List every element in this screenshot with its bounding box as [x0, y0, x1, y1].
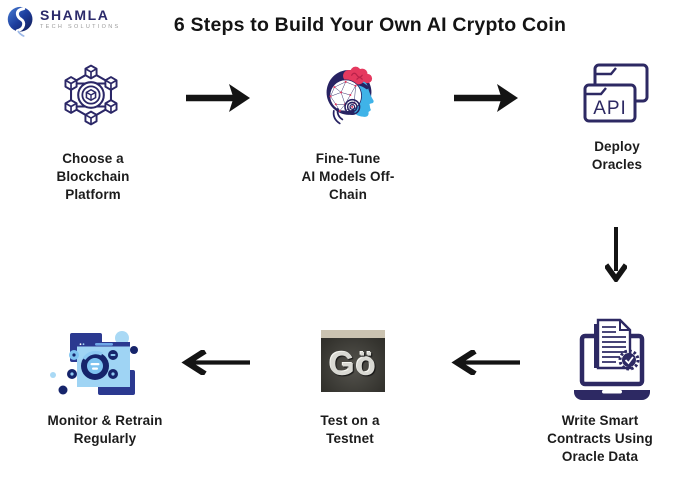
step-finetune-ai [316, 60, 382, 138]
shamla-logo-icon [7, 6, 33, 37]
brand-name: SHAMLA [40, 7, 110, 23]
step-label-test-on-testnet: Test on a Testnet [320, 413, 380, 446]
brand-logo: SHAMLA TECH SOLUTIONS [6, 5, 120, 37]
step-label-finetune-ai: Fine-Tune AI Models Off- Chain [301, 151, 395, 202]
step-deploy-oracles: API [583, 63, 651, 123]
arrow-right-icon [454, 84, 518, 112]
goerli-letters: Gö [329, 345, 377, 382]
step-label-monitor-retrain: Monitor & Retrain Regularly [47, 413, 163, 446]
step-label-choose-blockchain: Choose a Blockchain Platform [56, 151, 130, 202]
page-title: 6 Steps to Build Your Own AI Crypto Coin [173, 14, 567, 36]
arrow-left-icon [451, 350, 520, 375]
step-write-smart-contracts [572, 316, 652, 402]
svg-text:API: API [593, 98, 627, 119]
step-label-deploy-oracles: Deploy Oracles [591, 139, 643, 172]
blockchain-network-icon [64, 64, 118, 126]
arrow-left-icon [181, 350, 250, 375]
brand-tagline: TECH SOLUTIONS [40, 24, 121, 30]
monitoring-dashboard-icon [50, 331, 138, 395]
step-monitor-retrain [50, 325, 150, 403]
api-folders-icon: API [583, 63, 649, 123]
ai-head-icon [326, 66, 374, 125]
step-choose-blockchain [59, 62, 123, 128]
smart-contract-laptop-icon [574, 318, 650, 400]
arrow-down-icon [605, 227, 627, 282]
arrow-right-icon [186, 84, 250, 112]
goerli-testnet-icon: Gö [321, 330, 385, 392]
step-label-write-smart-contracts: Write Smart Contracts Using Oracle Data [547, 413, 653, 464]
